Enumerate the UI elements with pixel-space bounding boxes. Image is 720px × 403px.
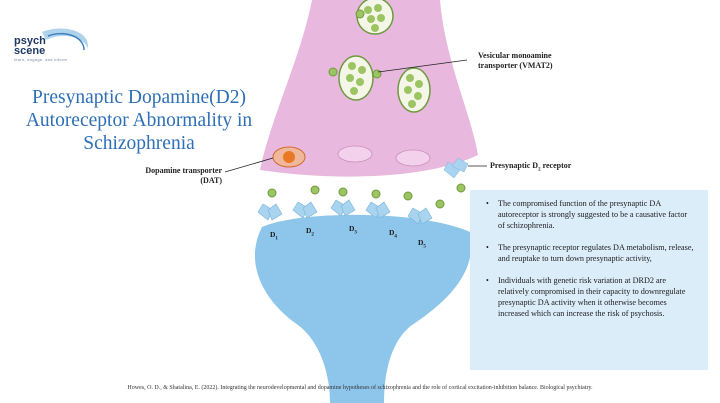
receptor-label-d5: D5 [418, 238, 426, 250]
list-item: •The presynaptic receptor regulates DA m… [486, 243, 694, 263]
dat-label: Dopamine transporter (DAT) [145, 166, 222, 185]
receptor-label-d3: D3 [349, 224, 357, 236]
vesicle [397, 67, 431, 113]
receptor-label-d1: D1 [270, 230, 278, 242]
postsynaptic-receptors [257, 199, 433, 225]
citation: Howes, O. D., & Shatalina, E. (2022). In… [127, 385, 593, 391]
receptor-label-d2: D2 [306, 226, 314, 238]
page-title: Presynaptic Dopamine(D2) Autoreceptor Ab… [25, 87, 253, 154]
logo-text: psych scene [14, 35, 46, 57]
psychscene-logo [42, 28, 89, 51]
presynaptic-d2-receptor-label: Presynaptic D2 receptor [490, 161, 572, 173]
postsynaptic-neuron [254, 214, 472, 403]
list-item: •Individuals with genetic risk variation… [486, 276, 686, 318]
receptor-label-d4: D4 [389, 228, 397, 240]
logo-tagline: learn, engage, and inform [14, 57, 68, 62]
release-bump [337, 145, 373, 163]
list-item: •The compromised function of the presyna… [486, 199, 688, 230]
release-bump [395, 149, 431, 167]
vesicle-contents [346, 4, 423, 108]
dopamine-molecules [267, 9, 466, 209]
info-panel: •The compromised function of the presyna… [470, 190, 708, 370]
vmat2-label: Vesicular monoamine transporter (VMAT2) [478, 51, 553, 70]
presynaptic-d2-receptor [443, 157, 469, 179]
